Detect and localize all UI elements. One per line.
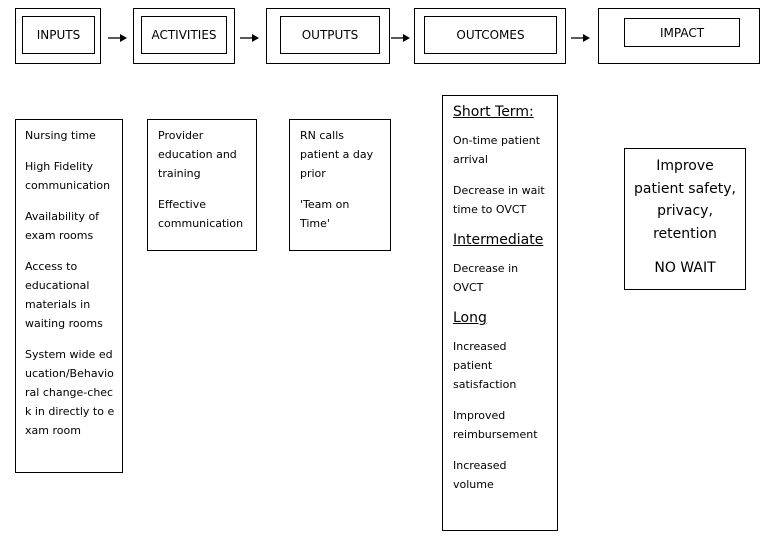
outcome-item: On-time patient arrival <box>453 134 541 166</box>
short-term-label: Short Term: <box>453 104 534 120</box>
inputs-box: Nursing time High Fidelity communication… <box>15 119 123 473</box>
activities-box: Provider education and training Effectiv… <box>147 119 257 251</box>
input-item: Access to educational materials in waiti… <box>25 260 103 330</box>
input-item: High Fidelity communication <box>25 160 111 192</box>
activity-item: Provider education and training <box>158 129 237 180</box>
impact-header: IMPACT <box>624 18 740 47</box>
input-item: Nursing time <box>25 129 96 142</box>
outputs-header-frame <box>266 8 390 64</box>
inputs-header: INPUTS <box>22 16 95 54</box>
long-label: Long <box>453 310 487 326</box>
impact-text: Improve patient safety, privacy, retenti… <box>634 158 736 242</box>
activities-header-frame <box>133 8 235 64</box>
outcome-item: Decrease in OVCT <box>453 262 519 294</box>
input-item: System wide education/Behavioral change-… <box>25 348 115 437</box>
outcome-item: Increased volume <box>453 459 507 491</box>
inputs-header-frame <box>15 8 101 64</box>
outcomes-header: OUTCOMES <box>424 16 557 54</box>
arrow-outcomes-to-impact <box>571 34 590 42</box>
arrow-outputs-to-outcomes <box>391 34 410 42</box>
outcome-item: Increased patient satisfaction <box>453 340 517 391</box>
impact-emphasis: NO WAIT <box>654 260 716 276</box>
outcome-item: Decrease in wait time to OVCT <box>453 184 545 216</box>
output-item: RN calls patient a day prior <box>300 129 374 180</box>
outcomes-box: Short Term: On-time patient arrival Decr… <box>442 95 558 531</box>
activities-header: ACTIVITIES <box>141 16 227 54</box>
outputs-header: OUTPUTS <box>280 16 380 54</box>
output-item: 'Team on Time' <box>300 198 350 230</box>
impact-box: Improve patient safety, privacy, retenti… <box>624 148 746 290</box>
activity-item: Effective communication <box>158 198 244 230</box>
outputs-box: RN calls patient a day prior 'Team on Ti… <box>289 119 391 251</box>
outcomes-header-frame <box>414 8 566 64</box>
arrow-inputs-to-activities <box>108 34 127 42</box>
impact-header-frame <box>598 8 760 64</box>
outcome-item: Improved reimbursement <box>453 409 538 441</box>
arrow-activities-to-outputs <box>240 34 259 42</box>
input-item: Availability of exam rooms <box>25 210 100 242</box>
intermediate-label: Intermediate <box>453 232 544 248</box>
